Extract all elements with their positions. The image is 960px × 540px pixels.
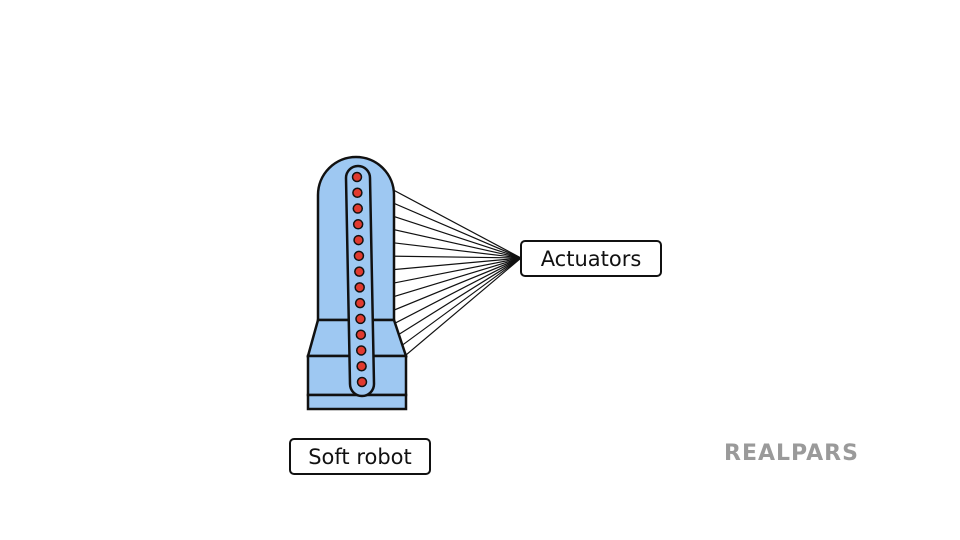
actuator-dot bbox=[356, 376, 368, 388]
connector-line bbox=[371, 257, 522, 288]
actuator-dot bbox=[353, 250, 365, 262]
soft-robot-label: Soft robot bbox=[289, 438, 431, 475]
connector-line bbox=[371, 257, 522, 304]
actuator-dot bbox=[355, 329, 367, 340]
actuator-dot bbox=[354, 282, 365, 293]
actuator-dot bbox=[351, 171, 363, 183]
actuator-dot bbox=[352, 203, 364, 214]
actuator-dot bbox=[352, 187, 363, 199]
actuators-label: Actuators bbox=[520, 240, 662, 277]
connector-line bbox=[370, 239, 522, 259]
actuator-dots bbox=[351, 171, 368, 388]
connector-line bbox=[371, 257, 522, 273]
connector-line bbox=[372, 257, 522, 336]
actuator-dot bbox=[354, 297, 366, 309]
connector-line bbox=[372, 257, 522, 320]
connector-line bbox=[370, 223, 522, 259]
actuator-dot bbox=[356, 360, 367, 372]
actuator-dot bbox=[354, 266, 365, 277]
actuator-dot bbox=[355, 345, 367, 356]
connector-line bbox=[370, 255, 522, 259]
actuator-dot bbox=[355, 313, 366, 325]
actuator-dot bbox=[353, 234, 364, 246]
actuator-dot bbox=[352, 219, 364, 230]
realpars-logo: REALPARS bbox=[724, 441, 859, 466]
